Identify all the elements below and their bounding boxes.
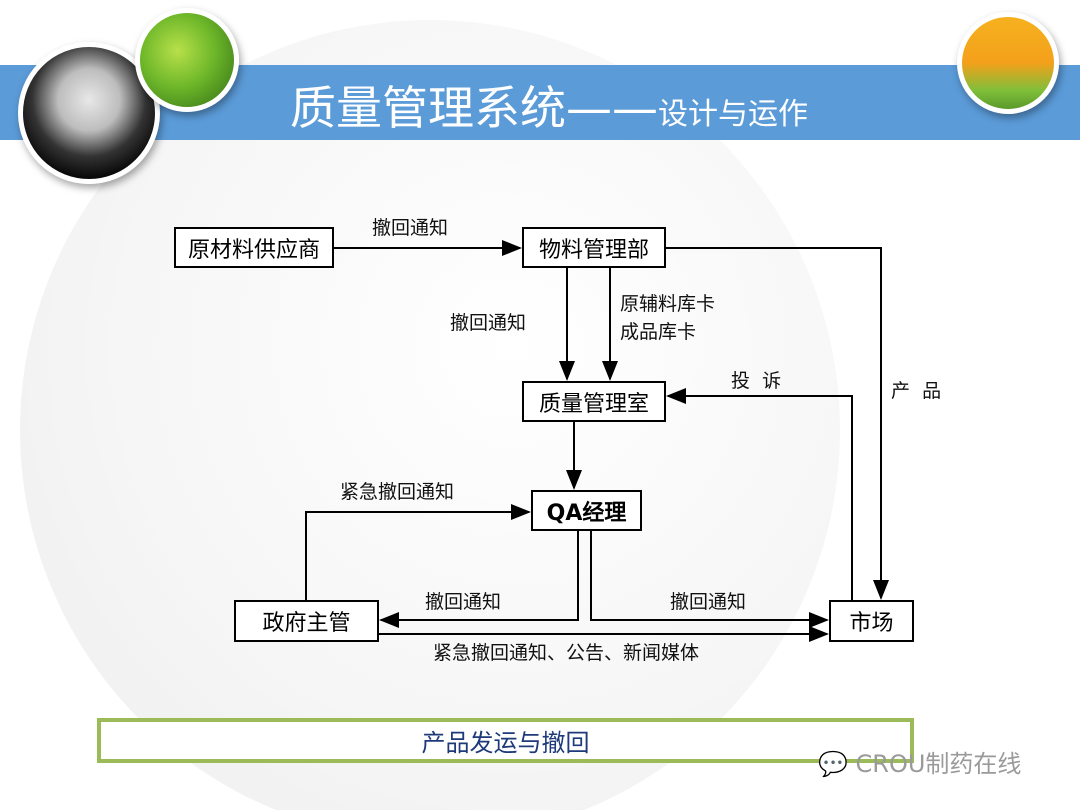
label-materials-quality-left: 撤回通知 xyxy=(450,312,527,334)
label-qa-market: 撤回通知 xyxy=(670,591,747,613)
watermark-text: CROU制药在线 xyxy=(855,750,1022,778)
node-materials-dept: 物料管理部 xyxy=(522,227,666,268)
background-circle xyxy=(20,20,840,810)
page-title: 质量管理系统——设计与运作 xyxy=(290,72,808,138)
arrow-qa-government xyxy=(379,531,579,628)
node-government: 政府主管 xyxy=(234,600,379,642)
tulip-photo xyxy=(957,12,1059,114)
wechat-icon: 💬 xyxy=(818,750,856,778)
watermark: 💬 CROU制药在线 xyxy=(818,744,1021,779)
label-government-qa: 紧急撤回通知 xyxy=(340,481,455,503)
caption-box: 产品发运与撤回 xyxy=(97,718,914,763)
arrow-qa-market xyxy=(590,531,829,628)
label-raw-material-card: 原辅料库卡 xyxy=(620,293,716,315)
arrow-market-quality xyxy=(666,388,853,600)
node-quality-office: 质量管理室 xyxy=(522,381,666,422)
caption-text: 产品发运与撤回 xyxy=(421,729,590,757)
title-main: 质量管理系统—— xyxy=(290,81,658,135)
title-subtitle: 设计与运作 xyxy=(658,97,808,132)
leaf-photo xyxy=(135,8,239,112)
label-complaint: 投 诉 xyxy=(731,370,782,392)
node-market: 市场 xyxy=(829,600,914,642)
label-qa-government: 撤回通知 xyxy=(425,591,502,613)
arrow-materials-market xyxy=(666,247,889,600)
node-qa-manager: QA经理 xyxy=(531,490,642,531)
label-finished-goods-card: 成品库卡 xyxy=(620,321,697,343)
label-government-market: 紧急撤回通知、公告、新闻媒体 xyxy=(433,642,700,664)
node-supplier: 原材料供应商 xyxy=(174,227,334,268)
arrow-government-qa xyxy=(305,504,531,600)
label-product: 产 品 xyxy=(891,380,942,402)
label-supplier-materials: 撤回通知 xyxy=(372,217,449,239)
